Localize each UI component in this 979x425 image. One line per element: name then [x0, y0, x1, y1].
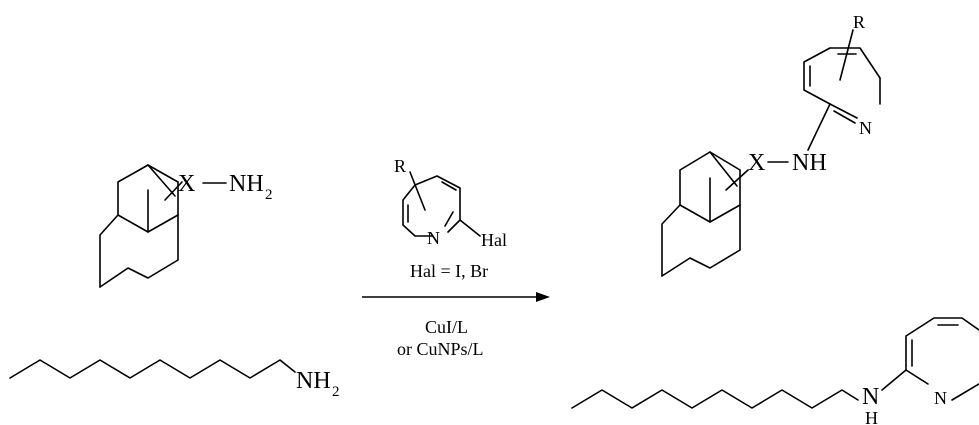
hal-condition-text: Hal = I, Br [410, 261, 488, 281]
product-nh-label: NH [792, 150, 827, 176]
product-octyl-n-label: N [862, 384, 879, 410]
nh2-subscript: 2 [265, 187, 273, 203]
product-x-label: X [748, 150, 765, 176]
reagent-hal-label: Hal [481, 230, 507, 250]
adamantane-cage [99, 164, 179, 288]
r-bond [409, 171, 426, 211]
hal-bond [459, 219, 481, 237]
halopyridine-reagent: R N Hal Hal = I, Br [394, 156, 507, 281]
adamantyl-amine: X NH 2 [99, 164, 273, 288]
product-pyridine-ring [803, 29, 881, 124]
octyl-amine: NH 2 [9, 359, 340, 400]
product-octyl-h-label: H [865, 408, 878, 425]
x-label: X [178, 171, 195, 197]
product-n-ring-bond [881, 369, 907, 391]
product-r-bond [839, 29, 854, 81]
arrow-head [536, 292, 550, 302]
octyl-chain [9, 359, 296, 379]
condition-line-1: CuI/L [425, 317, 468, 337]
product-adamantane-cage [661, 151, 749, 277]
reagent-n-label: N [427, 228, 440, 248]
octyl-nh2-subscript: 2 [332, 384, 340, 400]
octyl-nh2-label: NH [296, 368, 331, 394]
product-octyl-pyridine-ring [905, 317, 979, 401]
product-octyl-chain [571, 389, 859, 409]
pyridine-ring [402, 184, 433, 237]
nh-ring-bond [807, 103, 831, 151]
product-ring-n-label: N [859, 118, 872, 138]
product-octyl-ring-n-label: N [934, 388, 947, 408]
octyl-pyridylamine-product: N H N [571, 317, 979, 425]
reagent-r-label: R [394, 156, 406, 176]
nh2-label: NH [229, 171, 264, 197]
reaction-arrow [362, 292, 550, 302]
product-r-label: R [853, 12, 865, 32]
x-bond [164, 181, 183, 201]
condition-line-2: or CuNPs/L [397, 339, 484, 359]
adamantyl-pyridylamine-product: R N NH X [661, 12, 881, 277]
